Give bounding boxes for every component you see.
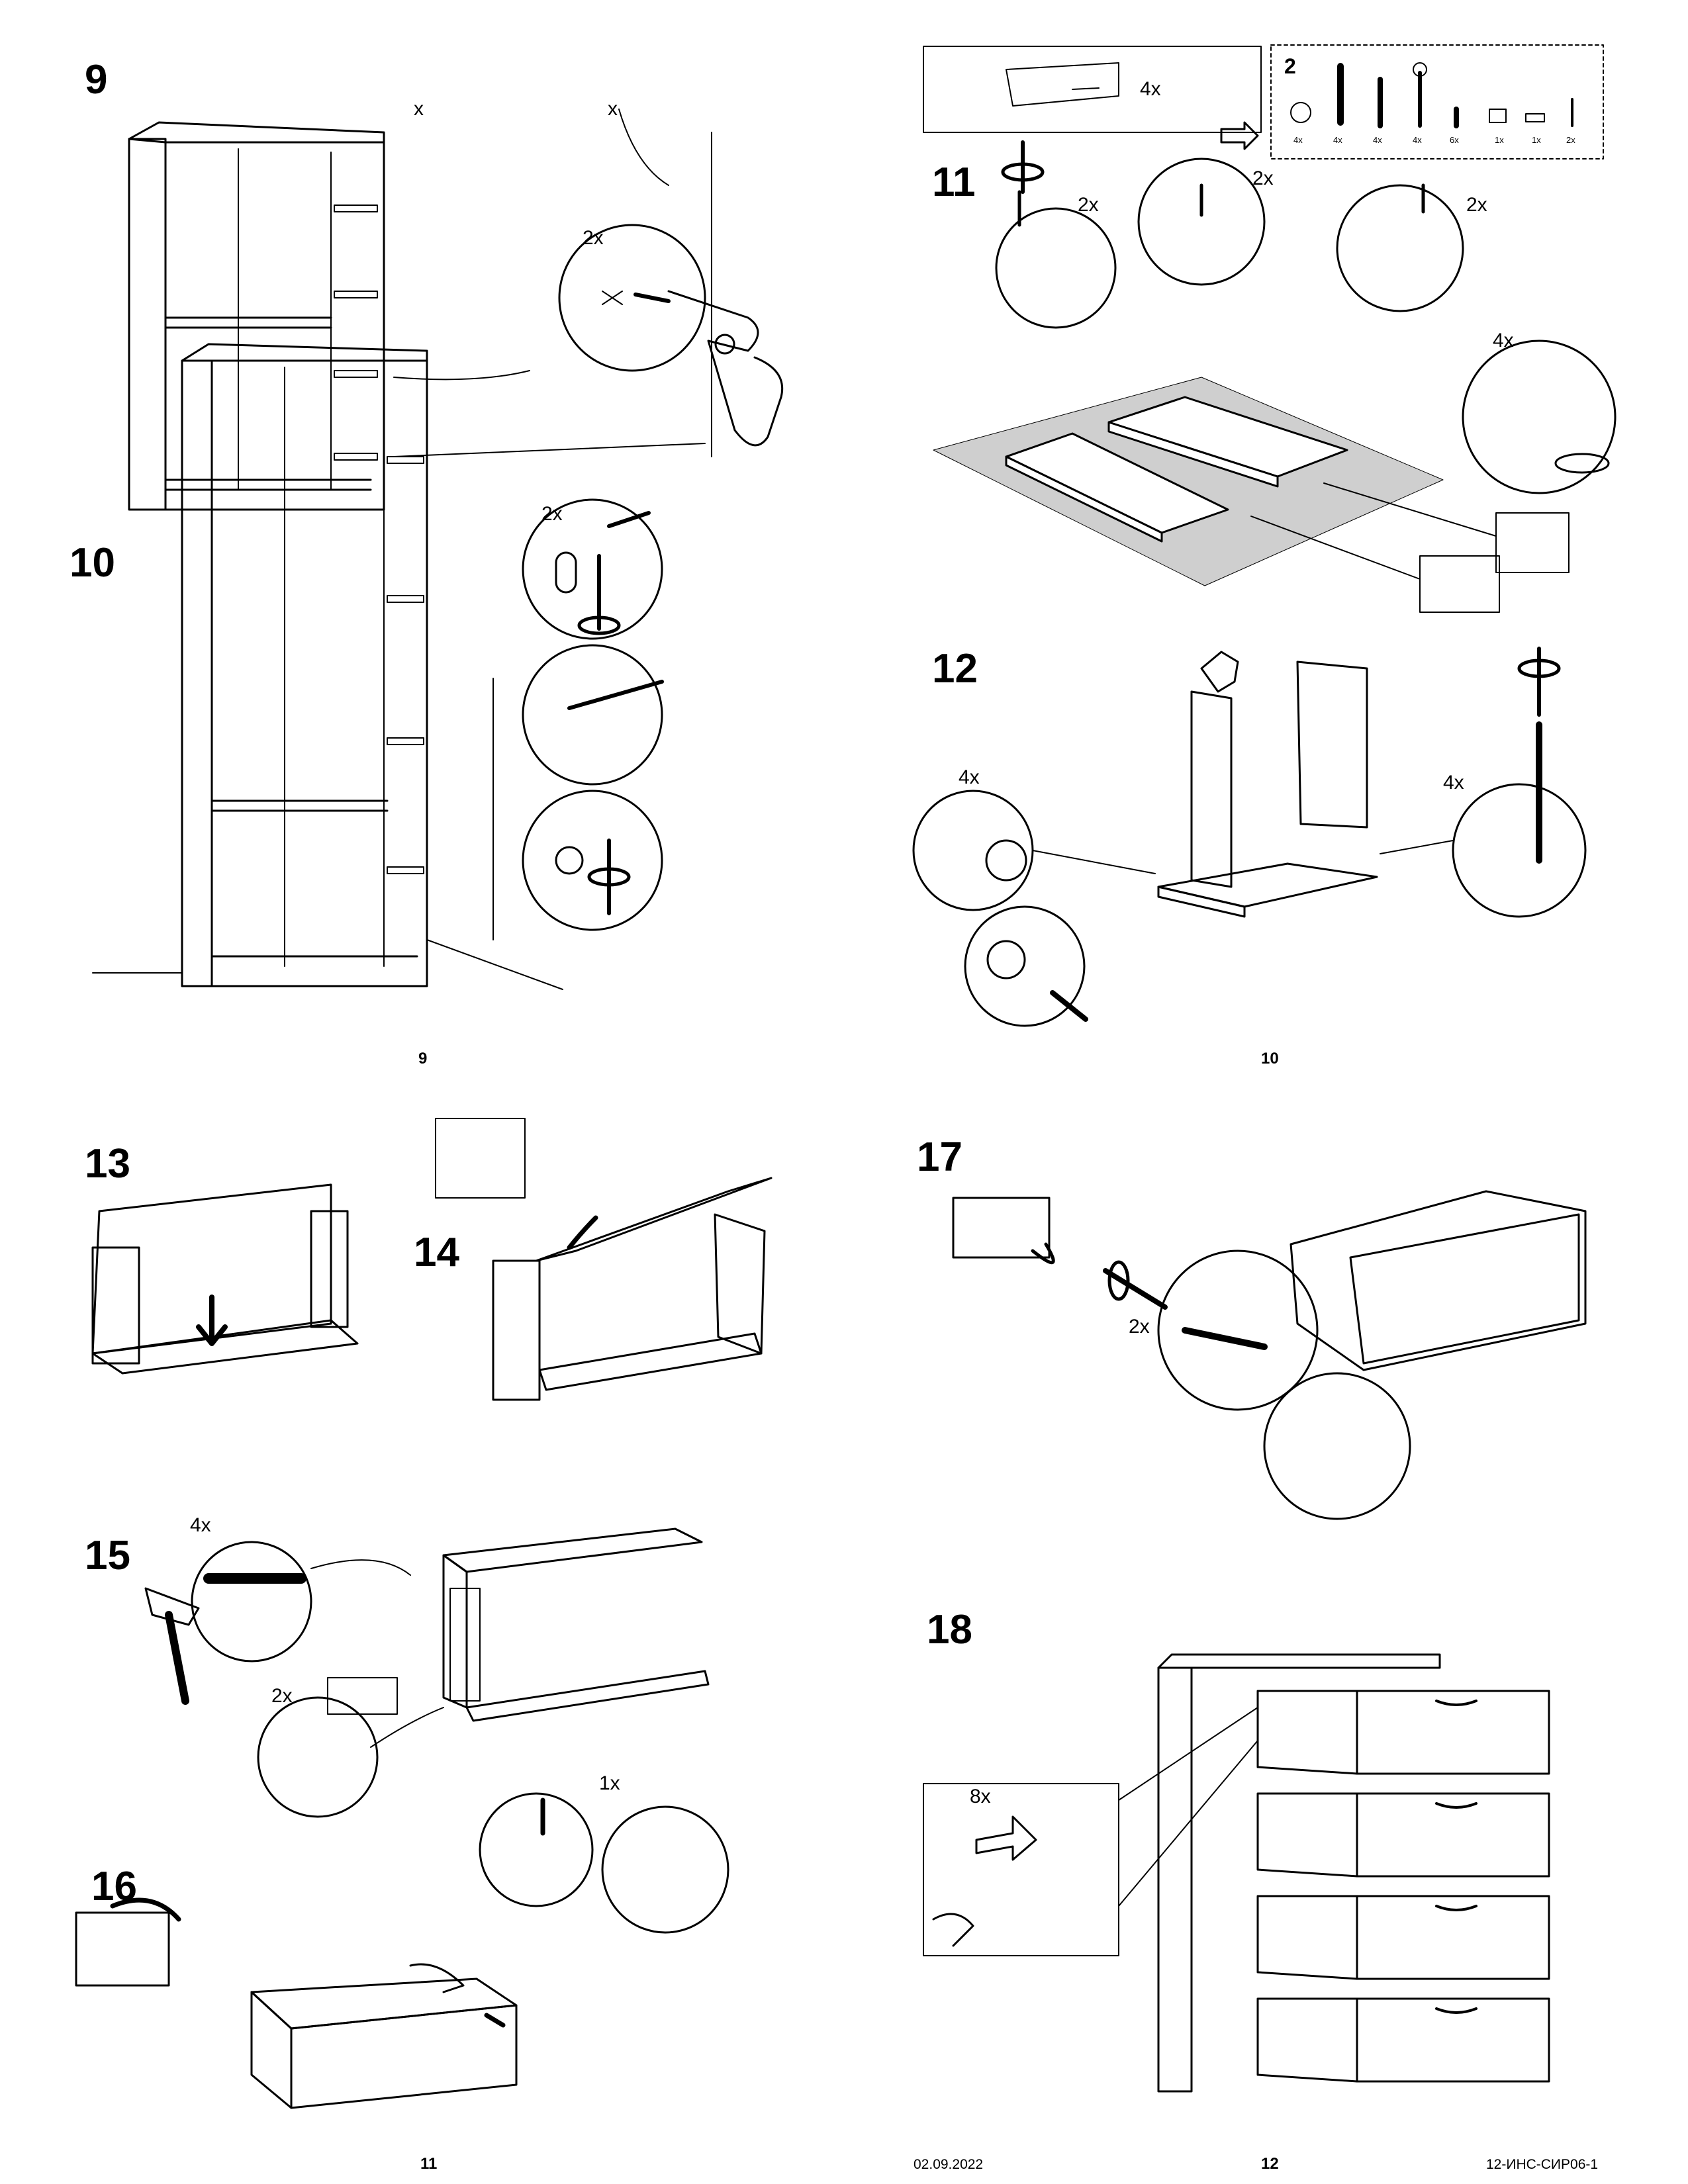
- parts-qty-1: 4x: [1293, 135, 1303, 145]
- parts-qty-4: 4x: [1413, 135, 1422, 145]
- page-number-12: 12: [1261, 2155, 1279, 2173]
- step9-drill-detail: [558, 109, 784, 457]
- footer-date: 02.09.2022: [914, 2157, 984, 2172]
- step-11-qty-d: 4x: [1493, 330, 1514, 351]
- parts-qty-7: 1x: [1532, 135, 1541, 145]
- step-9-number: 9: [85, 57, 108, 103]
- step-15-number: 15: [85, 1533, 130, 1578]
- step-16-number: 16: [91, 1864, 137, 1909]
- step-17-qty: 2x: [1129, 1316, 1150, 1338]
- step13-assembly: [91, 1183, 359, 1375]
- arrow-icon: [975, 1815, 1037, 1861]
- arrow-icon: [196, 1295, 228, 1346]
- rotate-arrow-icon: [577, 615, 631, 887]
- screwdriver-icon: [597, 554, 611, 915]
- step-11-qty-b: 2x: [1252, 167, 1274, 189]
- step-18-number: 18: [927, 1607, 972, 1653]
- step-9-qty-x-a: x: [414, 98, 424, 120]
- arrow-icon: [1220, 121, 1259, 150]
- step9-cabinet: [128, 121, 706, 511]
- rotate-arrow-icon: [1517, 659, 1561, 678]
- hammer-icon: [144, 1587, 200, 1705]
- parts-qty-5: 6x: [1450, 135, 1459, 145]
- step-10-number: 10: [70, 540, 115, 586]
- step-16-qty: 1x: [599, 1772, 620, 1794]
- step-11-qty-c: 2x: [1466, 194, 1487, 216]
- parts-qty-6: 1x: [1495, 135, 1504, 145]
- drawer-box: [923, 46, 1262, 133]
- step12-assembly: [912, 647, 1587, 1027]
- parts-box-title: 2: [1284, 54, 1296, 78]
- step10-details: [522, 498, 664, 931]
- hand-icon: [409, 1963, 465, 1993]
- step17-assembly: [952, 1190, 1587, 1520]
- step-15-qty-a: 4x: [190, 1514, 211, 1536]
- step11-rug: [933, 377, 1444, 586]
- step-10-qty: 2x: [541, 503, 563, 525]
- step18-cabinet: [923, 1653, 1550, 2093]
- step10-cabinet: [92, 343, 563, 990]
- hand-icon: [932, 1913, 974, 1947]
- hand-icon: [1200, 651, 1239, 693]
- arrow-icon: [567, 1215, 598, 1250]
- step-9-qty-x-b: x: [608, 98, 618, 120]
- page-number-11: 11: [420, 2155, 438, 2173]
- step-12-number: 12: [932, 646, 978, 692]
- page-number-9: 9: [418, 1050, 428, 1068]
- step-13-number: 13: [85, 1141, 130, 1187]
- parts-box: [1270, 44, 1604, 159]
- step11-drawer-parts: [1005, 396, 1348, 543]
- drill-icon: [633, 290, 784, 447]
- step15-assembly: [144, 1527, 710, 1818]
- step-11-qty-a: 2x: [1078, 194, 1099, 216]
- step-9-qty: 2x: [583, 227, 604, 249]
- step16-assembly: [75, 1792, 729, 2109]
- step-14-number: 14: [414, 1230, 459, 1275]
- step-15-qty-b: 2x: [271, 1685, 293, 1707]
- step-12-qty-a: 4x: [959, 766, 980, 788]
- page-number-10: 10: [1261, 1050, 1279, 1068]
- arrow-icon: [607, 511, 651, 528]
- parts-qty-3: 4x: [1373, 135, 1382, 145]
- footer-doc-code: 12-ИНС-СИР06-1: [1486, 2157, 1599, 2172]
- arrow-icon: [110, 1797, 545, 2028]
- parts-qty-8: 2x: [1566, 135, 1575, 145]
- step11-details: [995, 140, 1617, 613]
- step14-assembly: [435, 1118, 773, 1401]
- step-17-number: 17: [917, 1134, 962, 1180]
- step-12-qty-b: 4x: [1443, 772, 1464, 794]
- step-18-qty: 8x: [970, 1786, 991, 1807]
- screwdriver-icon: [1103, 1268, 1168, 1310]
- step-11-number: 11: [932, 159, 976, 205]
- rotate-arrow-icon: [1001, 162, 1045, 182]
- rotate-arrow-icon: [1031, 1242, 1130, 1301]
- parts-qty-2: 4x: [1333, 135, 1342, 145]
- drawer-box-qty: 4x: [1140, 78, 1161, 100]
- screwdriver-icon: [1050, 647, 1541, 1022]
